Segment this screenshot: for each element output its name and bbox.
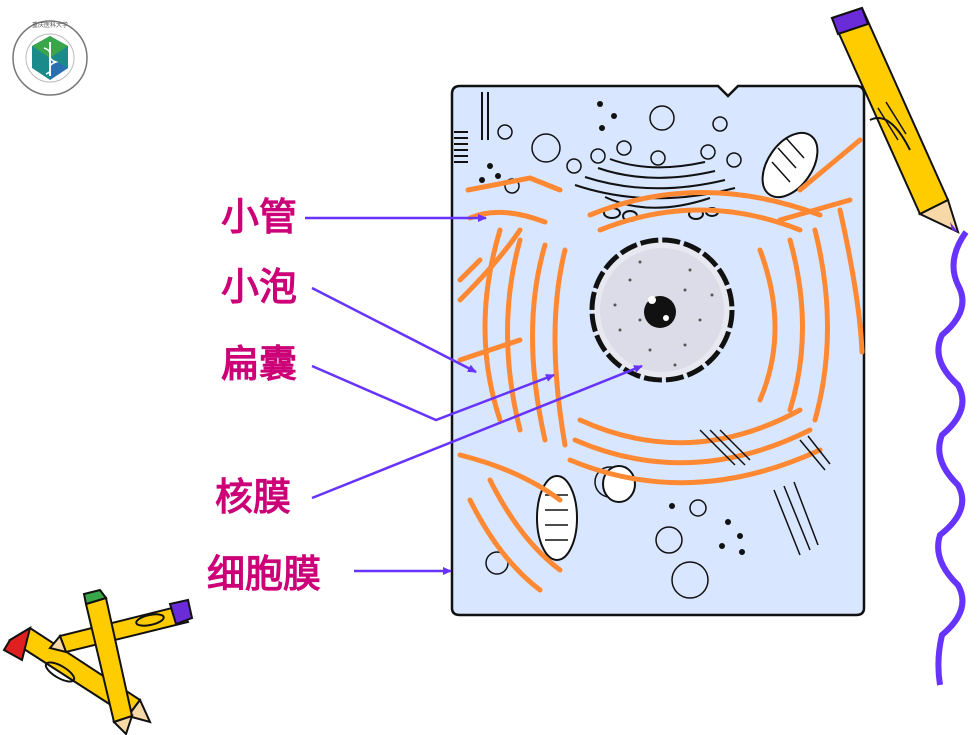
label-cisterna: 扁囊 <box>221 342 298 386</box>
label-arrows <box>305 214 643 575</box>
label-tubule: 小管 <box>221 195 298 239</box>
logo-emblem-icon: 重庆医科大学 <box>12 20 88 96</box>
cell-fringe <box>454 92 489 163</box>
label-vesicle: 小泡 <box>221 265 298 309</box>
pencil-top-right-icon <box>830 6 960 234</box>
mitochondria <box>536 131 819 561</box>
arrow-nuclear-envelope <box>311 364 643 500</box>
label-nuclear-envelope: 核膜 <box>215 475 292 519</box>
svg-text:重庆医科大学: 重庆医科大学 <box>32 21 68 29</box>
wavy-decor-line <box>935 230 969 686</box>
label-plasma-membrane: 细胞膜 <box>207 552 322 596</box>
vesicles <box>485 105 742 599</box>
cytoskeleton-filaments <box>699 429 831 556</box>
nucleus <box>589 237 735 383</box>
arrow-vesicle <box>311 286 477 374</box>
university-logo: 重庆医科大学 <box>10 18 90 98</box>
pencils-bottom-left-icon <box>2 588 194 735</box>
chromatin-speckles <box>613 260 714 367</box>
granules <box>479 101 745 555</box>
arrow-cisterna <box>311 364 555 422</box>
